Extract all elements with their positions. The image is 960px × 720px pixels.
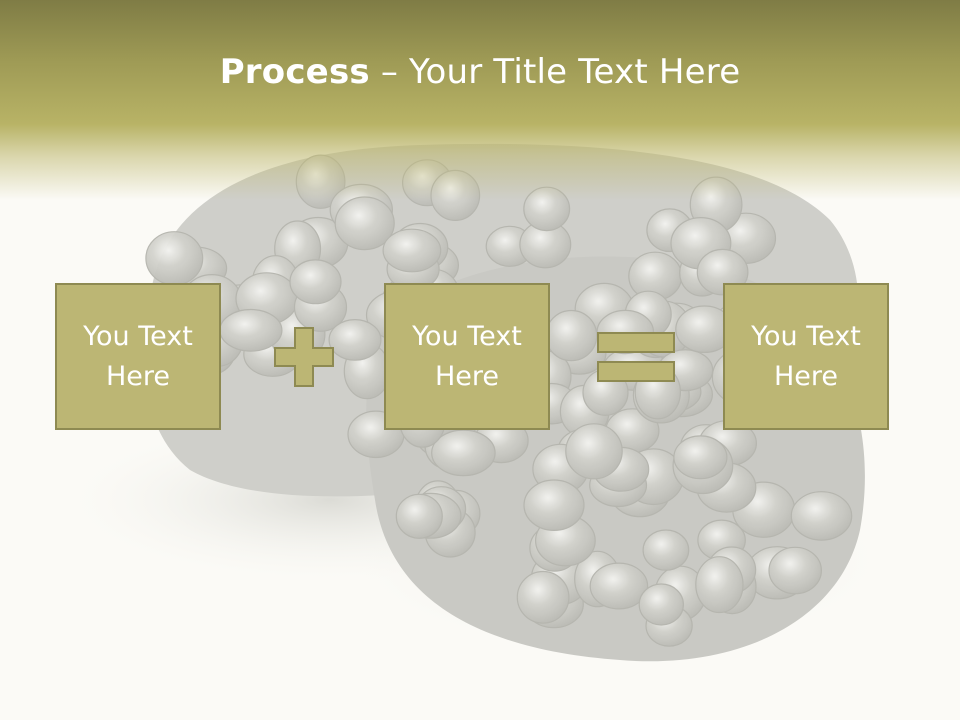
title-strong: Process [219, 52, 370, 92]
drupe [545, 309, 598, 362]
drupe [382, 228, 442, 273]
drupe [790, 491, 853, 541]
drupe [638, 583, 685, 626]
drupe [328, 319, 382, 361]
drupe [642, 529, 690, 571]
title-banner [0, 0, 960, 200]
process-box-1-text: You Text Here [83, 320, 193, 392]
slide-title: Process – Your Title Text Here [0, 52, 960, 92]
equals-icon [597, 332, 675, 382]
drupe [523, 479, 585, 532]
drupe [695, 556, 744, 614]
process-box-3[interactable]: You Text Here [723, 283, 889, 430]
drupe [589, 562, 649, 610]
process-box-2-text: You Text Here [412, 320, 522, 392]
drupe [673, 435, 728, 480]
process-box-3-text: You Text Here [751, 320, 861, 392]
drupe [289, 259, 342, 305]
title-rest: – Your Title Text Here [369, 52, 741, 92]
drupe [516, 570, 570, 624]
drupe [431, 429, 496, 477]
drupe [768, 546, 823, 595]
process-box-1[interactable]: You Text Here [55, 283, 221, 430]
process-box-2[interactable]: You Text Here [384, 283, 550, 430]
drupe [145, 231, 204, 286]
plus-icon [274, 327, 334, 387]
drupe [395, 493, 443, 539]
drupe [565, 423, 623, 480]
